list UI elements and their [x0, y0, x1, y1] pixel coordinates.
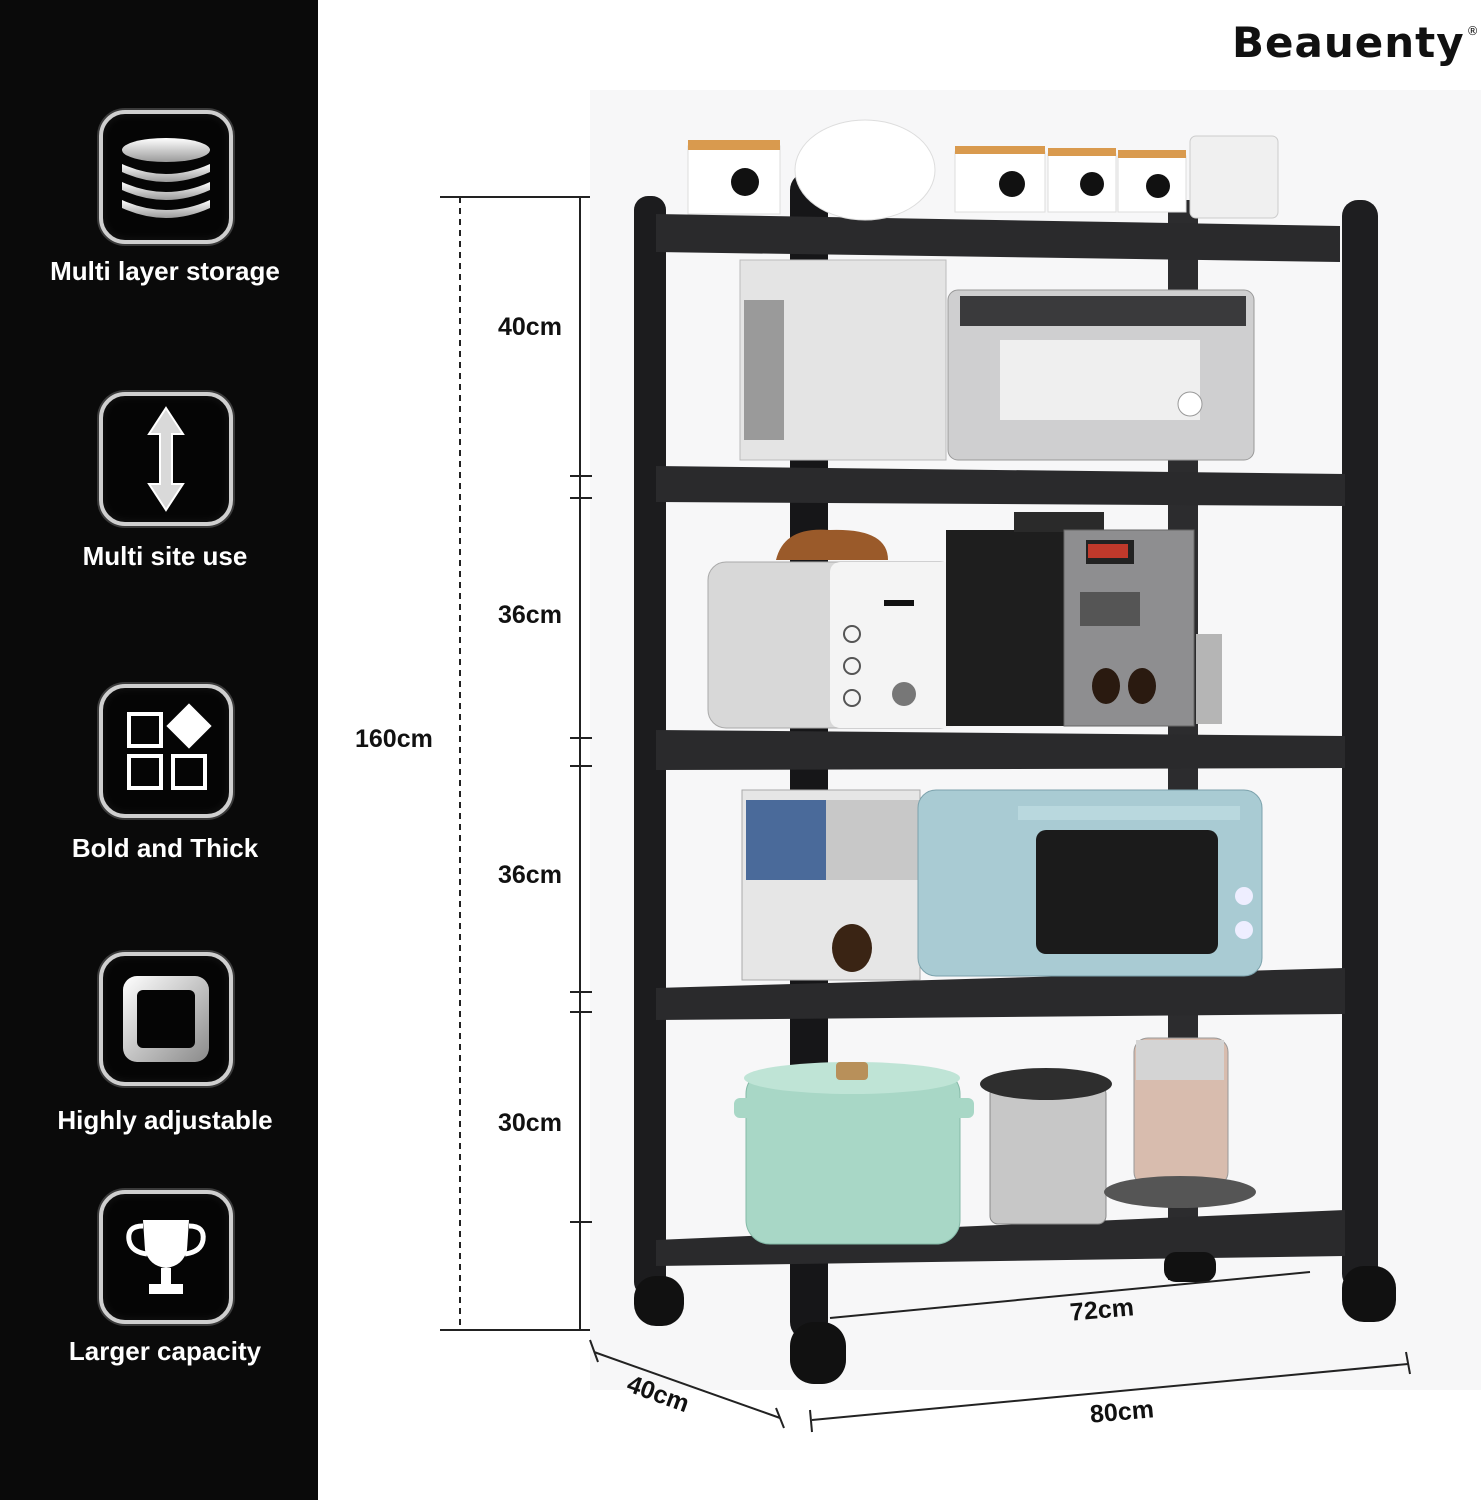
inner-width-label: 72cm — [1068, 1293, 1136, 1327]
vertical-arrow-icon — [99, 392, 233, 526]
feature-label: Multi site use — [82, 541, 248, 571]
shelves — [656, 214, 1345, 1266]
toaster-and-coffee-maker — [707, 512, 1222, 729]
casters — [634, 1252, 1396, 1384]
trophy-icon — [99, 1190, 233, 1324]
shelf-gap-label: 30cm — [498, 1109, 562, 1137]
shelf-gap-label: 36cm — [498, 601, 562, 629]
width-dimension-lines — [589, 1271, 1411, 1433]
pots-and-kettle — [734, 1037, 1256, 1245]
brand-logo: Beauenty® — [1232, 18, 1480, 67]
shelf-gap-label: 36cm — [498, 861, 562, 889]
square-frame-icon — [99, 952, 233, 1086]
oven-and-espresso — [741, 789, 1263, 981]
brand-name: Beauenty — [1232, 18, 1465, 67]
feature-label: Multi layer storage — [50, 256, 280, 286]
feature-label: Highly adjustable — [57, 1105, 273, 1135]
total-height-label: 160cm — [355, 725, 433, 753]
outer-width-label: 80cm — [1088, 1395, 1156, 1429]
feature-sidebar: Multi layer storage Multi site use Bold … — [0, 0, 318, 1500]
stacked-plates-icon — [99, 110, 233, 244]
feature-label: Larger capacity — [68, 1336, 262, 1366]
canisters — [687, 119, 1279, 221]
height-dimension-lines — [440, 196, 592, 1331]
registered-mark: ® — [1466, 24, 1480, 38]
espresso-machines — [739, 259, 1255, 461]
grid-squares-icon — [99, 684, 233, 818]
feature-label: Bold and Thick — [71, 833, 259, 863]
right-post — [1342, 200, 1378, 1290]
shelf-gap-label: 40cm — [498, 313, 562, 341]
